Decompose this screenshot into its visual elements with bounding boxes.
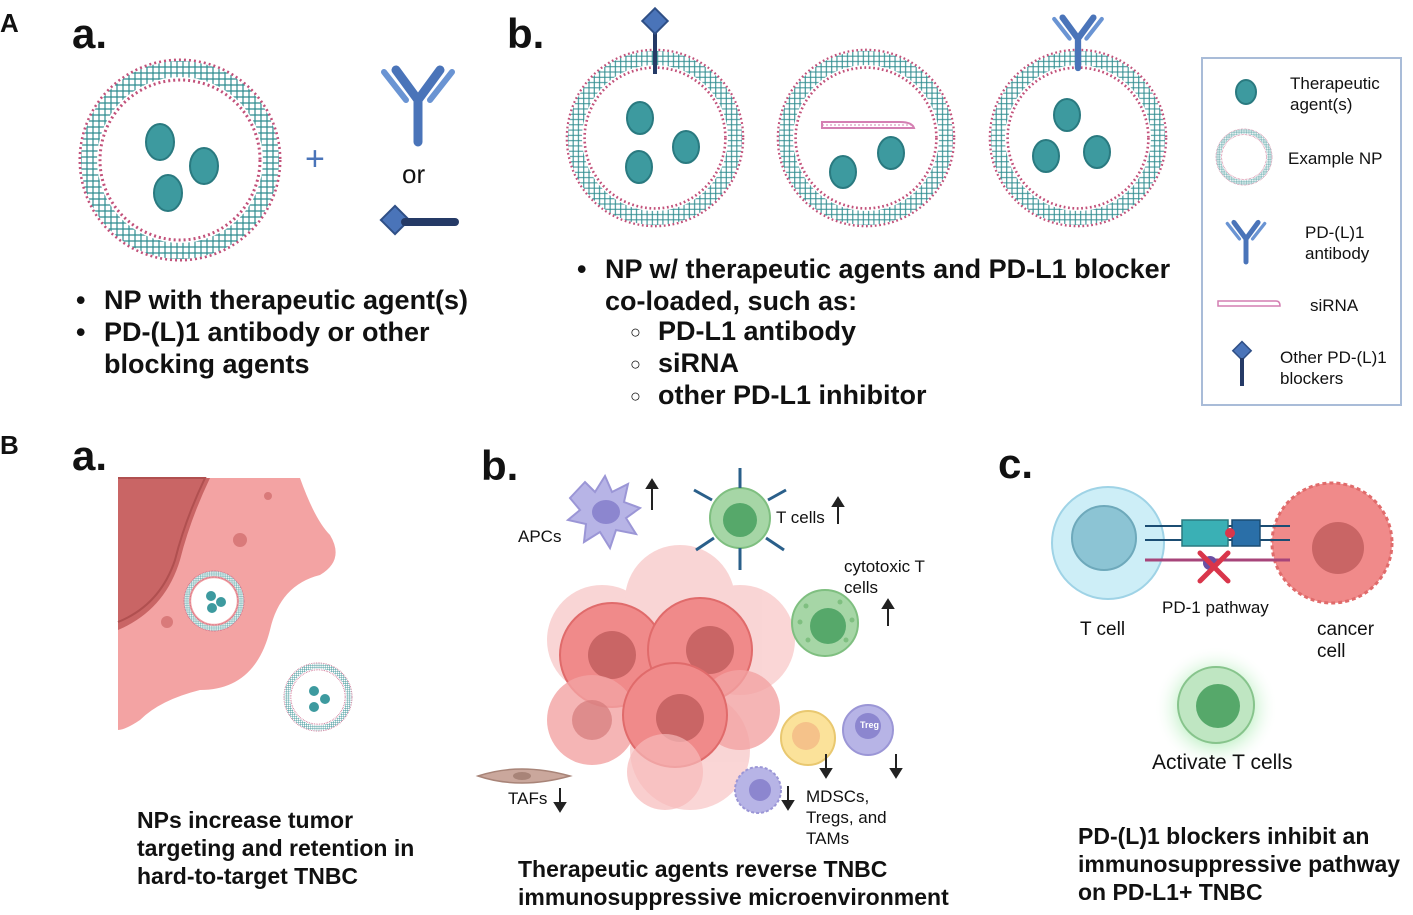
tumor-cluster (547, 545, 795, 810)
np-with-sirna (778, 50, 954, 226)
bullet-antibody-cont: blocking agents (104, 349, 310, 379)
tam-cell (734, 766, 782, 814)
blocker-icon (379, 204, 459, 236)
label-pd1-pathway: PD-1 pathway (1162, 598, 1269, 617)
antibody-icon (384, 70, 452, 142)
cancer-cell (1270, 481, 1394, 605)
legend-blockers: Other PD-(L)1 blockers (1280, 348, 1387, 388)
panel-b-a-letter: a. (72, 432, 108, 479)
panel-b-c-caption: PD-(L)1 blockers inhibit an immunosuppre… (1078, 823, 1401, 905)
label-activate: Activate T cells (1152, 751, 1293, 774)
panel-a-b-bullets: NP w/ therapeutic agents and PD-L1 block… (573, 253, 1213, 317)
panel-a-a-letter: a. (72, 10, 108, 57)
panel-b-c-letter: c. (998, 440, 1034, 487)
subitem-other: other PD-L1 inhibitor (628, 379, 1028, 412)
label-tcells: T cells (776, 508, 825, 527)
legend-icons (1216, 79, 1281, 386)
legend (1201, 57, 1402, 406)
t-cell-with-antibodies (693, 468, 787, 570)
activated-t-cell (1154, 646, 1278, 770)
pd1-interaction (1145, 519, 1290, 584)
legend-antibody: PD-(L)1 antibody (1305, 223, 1370, 263)
treg-cell (842, 704, 894, 756)
bullet-np-agents: NP with therapeutic agent(s) (72, 284, 502, 316)
or-text: or (402, 159, 426, 189)
legend-therapeutic: Therapeutic agent(s) (1290, 74, 1380, 114)
panel-a-a-bullets: NP with therapeutic agent(s) PD-(L)1 ant… (72, 284, 502, 380)
legend-sirna: siRNA (1310, 296, 1359, 315)
panel-b-b-letter: b. (481, 442, 519, 489)
panel-a-letter: A (0, 8, 19, 38)
mdsc-cell (780, 710, 836, 766)
tumor-tissue (117, 477, 352, 731)
label-apcs: APCs (518, 527, 562, 546)
bullet-coloaded: NP w/ therapeutic agents and PD-L1 block… (573, 253, 1213, 285)
t-cell (1051, 486, 1165, 600)
np-with-agents-a (80, 60, 280, 260)
label-tcell: T cell (1080, 619, 1126, 640)
bullet-coloaded-cont: co-loaded, such as: (605, 286, 858, 316)
legend-np: Example NP (1288, 149, 1383, 168)
label-treg: Treg (860, 720, 880, 730)
taf-cell (475, 768, 573, 784)
label-cancer-cell: cancer cell (1317, 619, 1375, 662)
bullet-antibody: PD-(L)1 antibody or other (72, 316, 502, 348)
cytotoxic-t-cell (791, 589, 859, 657)
label-mdscs: MDSCs, Tregs, and TAMs (806, 787, 887, 848)
trend-arrows (553, 478, 903, 813)
np-with-blocker (567, 6, 743, 226)
panel-b-letter: B (0, 430, 19, 460)
panel-b-a-caption: NPs increase tumor targeting and retenti… (137, 807, 415, 889)
np-with-antibody (990, 18, 1166, 226)
panel-a-b-letter: b. (507, 10, 545, 57)
label-tafs: TAFs (508, 789, 548, 808)
panel-b-b-caption: Therapeutic agents reverse TNBC immunosu… (518, 856, 949, 910)
subitem-antibody: PD-L1 antibody (628, 315, 1028, 348)
apc-cell (565, 473, 643, 551)
panel-a-b-subitems: PD-L1 antibody siRNA other PD-L1 inhibit… (628, 315, 1028, 412)
subitem-sirna: siRNA (628, 347, 1028, 380)
plus-sign: + (305, 140, 325, 178)
label-cytotoxic: cytotoxic T cells (844, 557, 925, 597)
